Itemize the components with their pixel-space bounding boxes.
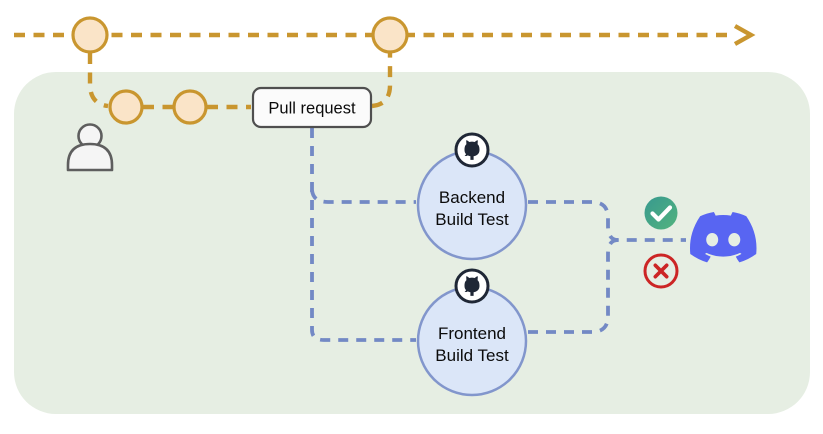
backend-label-line1: Backend xyxy=(439,188,505,207)
github-octocat xyxy=(464,276,480,296)
job-node-backend: Backend Build Test xyxy=(416,132,528,261)
discord-icon xyxy=(690,212,757,263)
frontend-label-line1: Frontend xyxy=(438,324,506,343)
pull-request-label: Pull request xyxy=(268,100,356,118)
frontend-label-line2: Build Test xyxy=(435,346,509,365)
github-octocat xyxy=(464,140,480,160)
feature-branch-merge xyxy=(371,53,393,109)
pull-request-node: Pull request xyxy=(251,86,373,129)
flow-pr-to-frontend xyxy=(310,128,416,342)
discord-mark xyxy=(690,212,757,263)
github-icon xyxy=(454,268,490,304)
cross-mark xyxy=(653,263,669,279)
github-icon xyxy=(454,132,490,168)
check-icon xyxy=(644,196,678,230)
flow-lines xyxy=(310,128,686,342)
git-commit-circle-branch-1 xyxy=(108,89,144,125)
cross-icon xyxy=(643,253,679,289)
git-branch-graph xyxy=(14,16,756,125)
flow-frontend-to-discord xyxy=(528,238,619,334)
git-commit-circle-main-1 xyxy=(71,16,109,54)
job-node-frontend: Frontend Build Test xyxy=(416,268,528,397)
flow-pr-to-backend xyxy=(310,189,416,204)
pull-request-box xyxy=(251,86,373,129)
arrow-right-icon xyxy=(733,24,756,46)
git-commit-circle-main-2 xyxy=(371,16,409,54)
check-mark xyxy=(650,205,673,222)
git-commit-circle-branch-2 xyxy=(172,89,208,125)
check-circle-bg xyxy=(644,196,678,230)
pipeline-container xyxy=(14,72,810,414)
cross-circle-ring xyxy=(643,253,679,289)
person-body xyxy=(66,142,114,172)
feature-branch-out xyxy=(87,53,109,109)
person-icon xyxy=(66,123,114,172)
backend-label-line2: Build Test xyxy=(435,210,509,229)
